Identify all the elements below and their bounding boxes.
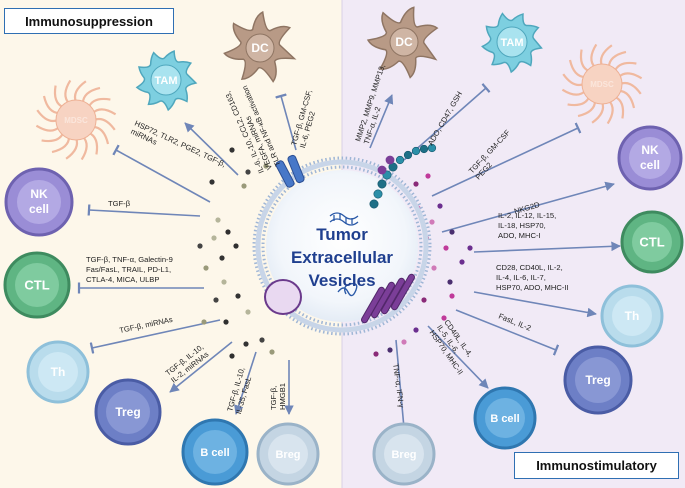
vesicle-membrane-outer (255, 159, 429, 333)
mdsc-cell-left: MDSC (35, 79, 117, 161)
receptor-chain-icon (369, 143, 437, 209)
tam-cell-left: TAM (135, 50, 198, 112)
ann-nk-left: TGF-β (108, 199, 131, 208)
vesicle-membrane-inner (261, 165, 423, 327)
arrow-dc-left (275, 93, 297, 151)
rna-icon (337, 282, 358, 297)
breg-right-label: Breg (391, 449, 416, 461)
tam-cell-right: TAM (481, 12, 543, 74)
arrow-nk-left (87, 204, 201, 217)
breg-cell-right: Breg (372, 422, 436, 486)
dc-cell-right: DC (366, 6, 439, 79)
arrow-treg-left (169, 341, 233, 393)
tam-right-label: TAM (500, 37, 523, 49)
arrow-bcell-left (234, 351, 257, 415)
nk-left-label-1: NK (30, 187, 48, 201)
treg-cell-left: Treg (94, 378, 162, 446)
arrow-dc-right (369, 94, 394, 149)
tam-left-label: TAM (154, 75, 177, 87)
bcell-right-label: B cell (490, 413, 519, 425)
arrow-mdsc-right (431, 122, 582, 197)
ann-breg-left: TGF-β, HMGB1 (269, 383, 287, 410)
bcell-left-label: B cell (200, 447, 229, 459)
extracellular-vesicle: Tumor Extracellular Vesicles (252, 143, 437, 336)
title-line-2: Extracellular (291, 248, 393, 267)
arrow-mdsc-left (112, 144, 211, 203)
arrow-nk-right (441, 181, 615, 233)
bcell-cell-right: B cell (473, 386, 537, 450)
ann-ctl-right: IL-2, IL-12, IL-15, IL-18, HSP70, ADO, M… (498, 211, 558, 240)
dna-icon (329, 212, 359, 226)
th-right-label: Th (625, 309, 640, 323)
title-line-1: Tumor (316, 225, 368, 244)
vesicle-lumen (266, 170, 418, 322)
treg-right-label: Treg (585, 373, 610, 387)
ctl-cell-left: CTL (3, 251, 71, 319)
treg-cell-right: Treg (563, 345, 633, 415)
bcell-cell-left: B cell (181, 418, 249, 486)
vesicle-outer-dots (252, 156, 432, 336)
arrow-breg-right (395, 339, 410, 430)
breg-cell-left: Breg (256, 422, 320, 486)
nk-right-label-2: cell (640, 158, 660, 172)
th-cell-right: Th (600, 284, 664, 348)
dc-left-label: DC (251, 41, 269, 55)
receptor-left-icon (275, 154, 305, 188)
th-left-label: Th (51, 365, 66, 379)
arrow-ctl-right (473, 241, 621, 253)
ann-th-right: CD28, CD40L, IL-2, IL-4, IL-6, IL-7, HSP… (496, 263, 569, 292)
arrow-th-left (89, 319, 221, 354)
breg-left-label: Breg (275, 449, 300, 461)
transmembrane-protein-icon (361, 273, 415, 324)
arrows-right (369, 83, 621, 430)
ann-ctl-left: TGF-β, TNF-α, Galectin-9 Fas/FasL, TRAIL… (86, 255, 175, 284)
arrow-treg-right (455, 309, 560, 356)
nk-left-label-2: cell (29, 202, 49, 216)
inner-vesicle-icon (264, 279, 302, 315)
arrow-th-right (473, 291, 597, 318)
treg-left-label: Treg (115, 405, 140, 419)
ctl-right-label: CTL (639, 234, 664, 249)
dc-right-label: DC (395, 35, 413, 49)
nk-cell-right: NK cell (617, 125, 683, 191)
mdsc-right-label: MDSC (590, 80, 614, 89)
mdsc-left-label: MDSC (64, 116, 88, 125)
mdsc-cell-right: MDSC (561, 43, 643, 125)
nk-cell-left: NK cell (4, 167, 74, 237)
title-line-3: Vesicles (308, 271, 375, 290)
ctl-left-label: CTL (24, 277, 49, 292)
dc-cell-left: DC (223, 10, 297, 83)
ctl-cell-right: CTL (620, 210, 684, 274)
arrow-bcell-right (427, 325, 489, 389)
immunosuppression-label: Immunosuppression (4, 8, 174, 34)
arrow-tam-left (184, 122, 239, 176)
vesicle-dots-left (197, 147, 275, 359)
nk-right-label-1: NK (641, 143, 659, 157)
immunostimulatory-label: Immunostimulatory (514, 452, 679, 479)
th-cell-left: Th (26, 340, 90, 404)
arrows-left (77, 93, 297, 415)
